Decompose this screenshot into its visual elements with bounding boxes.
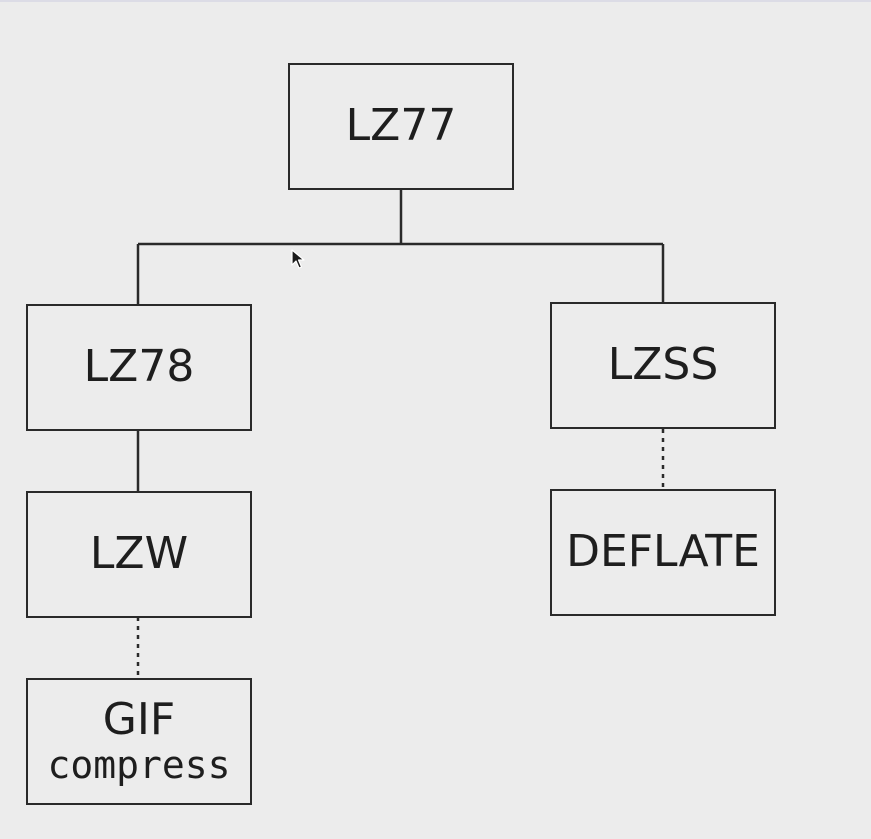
mouse-pointer-icon [291, 249, 305, 269]
node-gif-compress[interactable]: GIF compress [26, 678, 252, 805]
node-lzw[interactable]: LZW [26, 491, 252, 618]
node-lz77-label: LZ77 [345, 100, 457, 152]
node-deflate[interactable]: DEFLATE [550, 489, 776, 616]
node-deflate-label: DEFLATE [566, 526, 760, 578]
node-compress-label: compress [47, 742, 231, 787]
node-lzw-label: LZW [89, 528, 189, 580]
node-lzss-label: LZSS [607, 339, 719, 391]
node-gif-label: GIF [102, 694, 176, 746]
node-lz77[interactable]: LZ77 [288, 63, 514, 190]
node-lzss[interactable]: LZSS [550, 302, 776, 429]
node-lz78-label: LZ78 [83, 341, 195, 393]
node-lz78[interactable]: LZ78 [26, 304, 252, 431]
